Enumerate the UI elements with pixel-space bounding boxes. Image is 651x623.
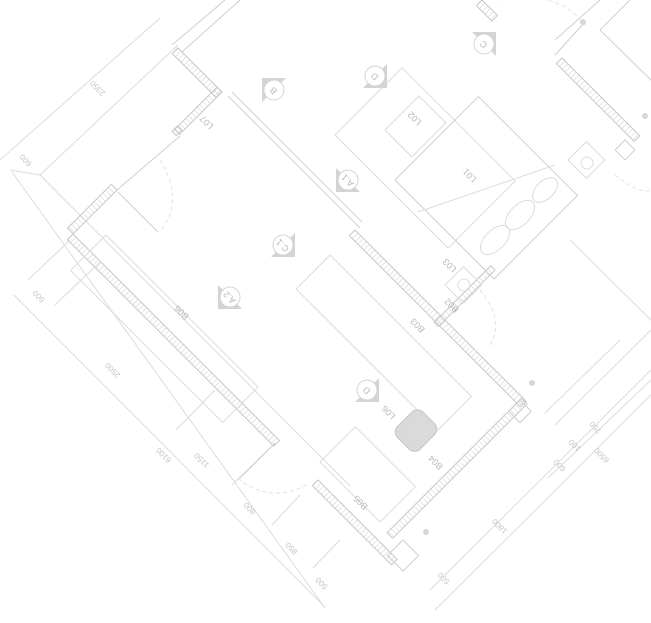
svg-text:B: B: [268, 85, 279, 96]
room-label-l06: L06: [380, 404, 398, 422]
dimension-label: 600: [17, 152, 33, 168]
dimension-label: 2500: [103, 360, 122, 379]
room-label-b04: B04: [426, 453, 444, 471]
dimension-label: 750: [587, 419, 603, 435]
dimension-label: 500: [313, 575, 329, 591]
dimension-label: 6500: [592, 445, 611, 464]
dimension-label: 1150: [192, 451, 211, 470]
chair: [394, 409, 438, 452]
grid-marker-a1: A.1: [336, 168, 360, 192]
grid-marker-a2: A.2: [218, 285, 242, 309]
grid-marker-c: C: [472, 32, 496, 56]
room-label-l03: L03: [441, 257, 459, 275]
room-label-l01: L01: [461, 167, 479, 185]
dimension-label: 1800: [490, 516, 509, 535]
dimension-label: 500: [30, 288, 46, 304]
bed: [394, 95, 579, 280]
doors: [159, 0, 651, 494]
grid-marker-d: D: [363, 64, 387, 88]
dimension-lines: [0, 17, 651, 611]
dimension-label: 100: [566, 437, 582, 453]
grid-marker-c1: C.1: [271, 233, 295, 257]
dimension-label: 500: [435, 570, 451, 586]
dimension-labels: 2350 600 500 2500 6100 1150 800 850 500 …: [17, 78, 611, 591]
dimension-label: 2350: [88, 78, 107, 97]
dimension-label: 600: [551, 457, 567, 473]
room-label-l07: L07: [198, 114, 216, 132]
dimension-label: 800: [241, 500, 257, 516]
room-label-b03: B03: [408, 316, 426, 334]
walls: [66, 0, 651, 572]
grid-marker-d2: D: [355, 378, 379, 402]
furniture: [69, 19, 648, 535]
room-label-l02: L02: [406, 110, 424, 128]
grid-marker-b: B: [262, 78, 286, 102]
dimension-label: 6100: [154, 445, 173, 464]
room-label-b06: B06: [172, 303, 190, 321]
